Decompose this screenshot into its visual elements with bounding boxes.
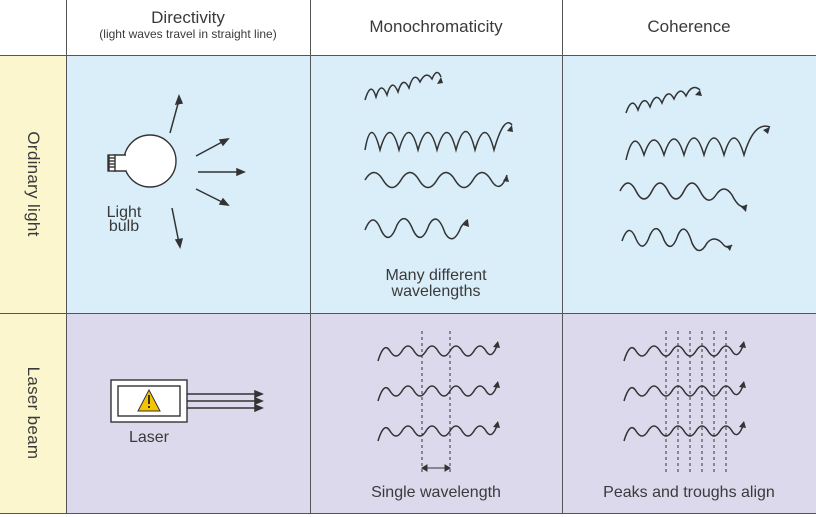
light-bulb-illustration bbox=[66, 55, 310, 313]
many-wavelengths-caption-1: Many different bbox=[310, 268, 562, 284]
row-label-laser: Laser beam bbox=[0, 313, 66, 513]
wave-long bbox=[365, 219, 468, 239]
row-label-laser-text: Laser beam bbox=[23, 367, 43, 460]
corner-cell bbox=[0, 0, 66, 55]
coh-wave-3 bbox=[624, 423, 744, 441]
aligned-waves-illustration bbox=[562, 313, 816, 513]
ordinary-coherence-cell bbox=[562, 55, 816, 313]
header-directivity: Directivity (light waves travel in strai… bbox=[66, 0, 310, 55]
laser-label: Laser bbox=[124, 430, 174, 445]
single-wavelength-illustration bbox=[310, 313, 562, 513]
header-coherence: Coherence bbox=[562, 0, 816, 55]
wave-medium bbox=[365, 173, 507, 188]
header-directivity-subtitle: (light waves travel in straight line) bbox=[66, 27, 310, 41]
incoherent-waves-illustration bbox=[562, 55, 816, 313]
wave-b bbox=[626, 126, 770, 160]
light-rays bbox=[170, 96, 244, 247]
row-label-ordinary-text: Ordinary light bbox=[23, 131, 43, 236]
wavelength-span-arrow bbox=[422, 465, 450, 471]
peaks-troughs-caption: Peaks and troughs align bbox=[562, 485, 816, 501]
row-label-ordinary: Ordinary light bbox=[0, 55, 66, 313]
header-coherence-title: Coherence bbox=[562, 18, 816, 36]
wave-tall bbox=[365, 123, 512, 150]
laser-coherence-cell: Peaks and troughs align bbox=[562, 313, 816, 513]
wave-c bbox=[620, 183, 747, 207]
ordinary-monochromaticity-cell: Many different wavelengths bbox=[310, 55, 562, 313]
laser-beams bbox=[187, 391, 262, 411]
many-wavelengths-caption-2: wavelengths bbox=[310, 284, 562, 300]
mono-wave-3 bbox=[378, 423, 498, 441]
laser-illustration bbox=[66, 313, 310, 513]
header-directivity-title: Directivity bbox=[66, 9, 310, 27]
bulb-label-line2: bulb bbox=[102, 219, 146, 234]
light-bulb-icon bbox=[108, 135, 176, 187]
mono-wave-1 bbox=[378, 343, 498, 361]
ordinary-directivity-cell: Light bulb bbox=[66, 55, 310, 313]
wave-short bbox=[365, 72, 441, 100]
laser-monochromaticity-cell: Single wavelength bbox=[310, 313, 562, 513]
mono-wave-2 bbox=[378, 383, 498, 401]
single-wavelength-caption: Single wavelength bbox=[310, 485, 562, 501]
laser-directivity-cell: Laser bbox=[66, 313, 310, 513]
wavelength-markers bbox=[422, 331, 450, 473]
wave-a bbox=[626, 88, 700, 113]
wave-d bbox=[622, 229, 732, 251]
header-monochromaticity-title: Monochromaticity bbox=[310, 18, 562, 36]
header-monochromaticity: Monochromaticity bbox=[310, 0, 562, 55]
